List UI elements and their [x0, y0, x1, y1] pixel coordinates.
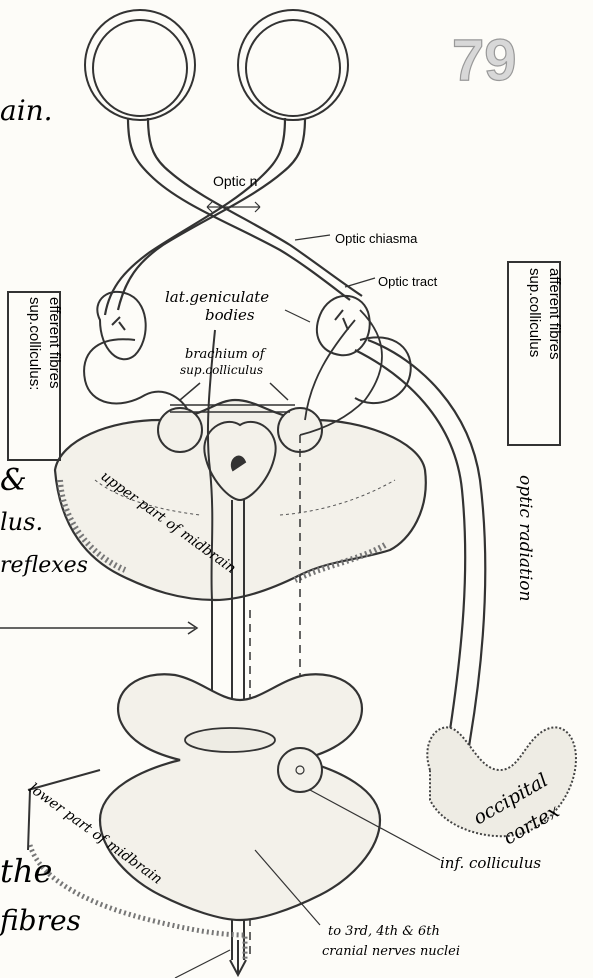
- nuclei-label: to 3rd, 4th & 6th: [328, 924, 440, 939]
- margin-text-reflexes: reflexes: [0, 553, 88, 578]
- sup-colliculus-afferent-label: sup.colliculus: [526, 268, 543, 357]
- sup-colliculus-afferent-box: sup.colliculus afferent fibres: [508, 262, 563, 445]
- right-eyeball: [238, 10, 348, 120]
- inf-colliculus-label: inf. colliculus: [440, 854, 541, 872]
- page-number: 79: [452, 28, 517, 93]
- lateral-geniculate-label: lat.geniculate: [165, 288, 269, 306]
- input-arrow: [0, 622, 197, 634]
- sup-colliculus-efferent-box: sup.colliculus: efferent fibres: [8, 292, 63, 460]
- optic-nerves: [105, 118, 362, 315]
- optic-nerve-label: Optic n: [213, 173, 257, 189]
- margin-text-fibres: fibres: [0, 904, 81, 937]
- lateral-geniculate-label-2: bodies: [205, 306, 255, 324]
- margin-text-lus: lus.: [0, 508, 43, 536]
- sup-colliculus-efferent-label: sup.colliculus:: [26, 297, 43, 390]
- brachium-label: brachium of: [185, 347, 267, 362]
- left-eyeball: [85, 10, 195, 120]
- margin-text-ain: ain.: [0, 94, 53, 127]
- optic-radiation-pathway: [355, 340, 485, 810]
- brachium-label-2: sup.colliculus: [180, 363, 263, 377]
- nuclei-label-2: cranial nerves nuclei: [322, 944, 460, 959]
- left-lateral-geniculate-body: [97, 292, 145, 359]
- optic-chiasma-label: Optic chiasma: [335, 231, 418, 246]
- margin-text-the: the: [0, 852, 52, 890]
- sup-colliculus-afferent-label-2: afferent fibres: [546, 268, 563, 359]
- optic-radiation-label: optic radiation: [515, 475, 535, 601]
- margin-text-amp: &: [0, 463, 27, 498]
- sup-colliculus-efferent-label-2: efferent fibres: [46, 297, 63, 388]
- optic-tract-label: Optic tract: [378, 274, 438, 289]
- right-lateral-geniculate-body: [317, 296, 370, 355]
